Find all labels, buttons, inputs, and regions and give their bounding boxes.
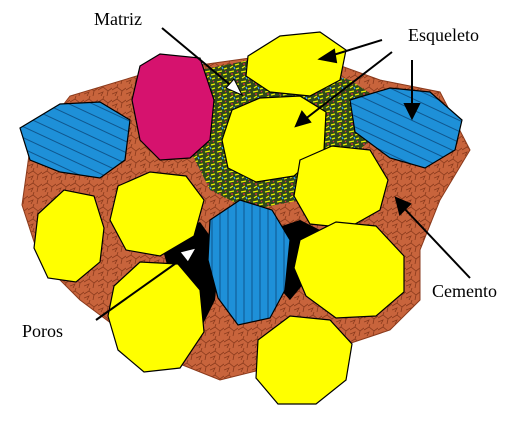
matriz-label: Matriz <box>94 10 142 28</box>
lithic-grain <box>132 54 214 160</box>
poros-label: Poros <box>22 322 63 340</box>
esqueleto-label: Esqueleto <box>408 26 479 44</box>
cemento-label: Cemento <box>432 282 497 300</box>
